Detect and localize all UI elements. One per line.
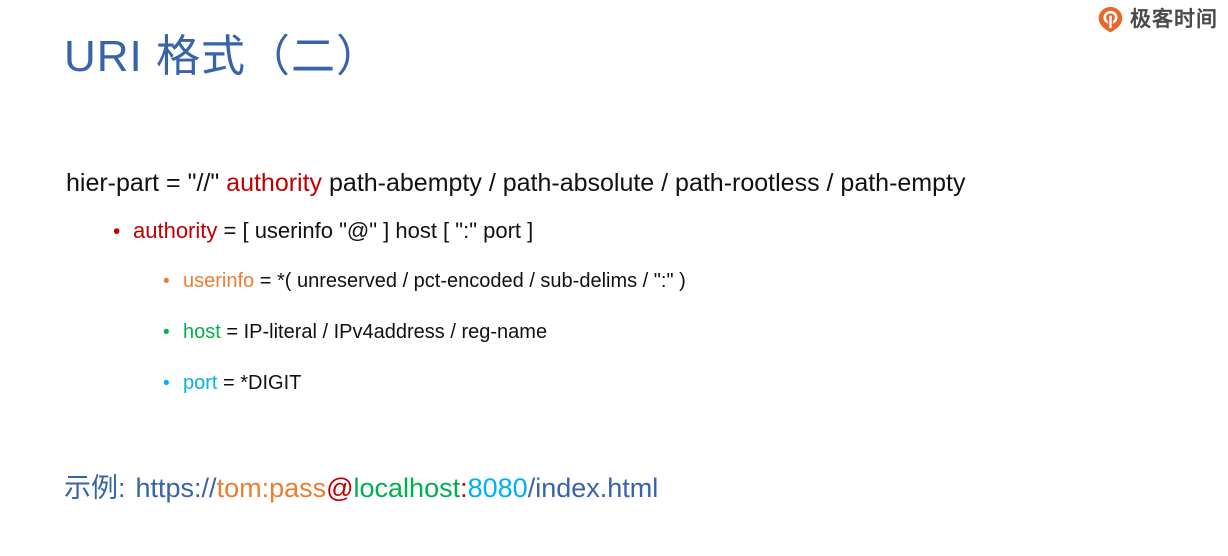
example-path: /index.html <box>527 473 659 503</box>
content-body: hier-part = "//" authority path-abempty … <box>0 166 1228 420</box>
abnf-rule-port: • port = *DIGIT <box>0 369 1228 398</box>
userinfo-term: userinfo <box>183 270 255 292</box>
example-host: localhost <box>353 473 461 503</box>
example-port: 8080 <box>467 473 528 503</box>
example-userinfo: tom:pass <box>216 473 327 503</box>
authority-definition: = [ userinfo "@" ] host [ ":" port ] <box>217 218 534 243</box>
example-at-sign: @ <box>326 473 354 503</box>
bullet-icon: • <box>163 373 170 394</box>
bullet-icon: • <box>113 220 121 243</box>
hier-part-suffix: path-abempty / path-absolute / path-root… <box>322 169 966 197</box>
brand-name: 极客时间 <box>1130 8 1218 31</box>
host-term: host <box>183 321 221 343</box>
page-title: URI 格式（二） <box>64 32 381 81</box>
abnf-rule-hier-part: hier-part = "//" authority path-abempty … <box>0 166 1228 200</box>
geektime-drop-icon <box>1098 7 1123 33</box>
port-definition: = *DIGIT <box>217 372 302 394</box>
abnf-rule-authority: • authority = [ userinfo "@" ] host [ ":"… <box>0 216 1228 247</box>
bullet-icon: • <box>163 322 170 343</box>
example-scheme: https:// <box>135 473 217 503</box>
abnf-rule-host: • host = IP-literal / IPv4address / reg-n… <box>0 318 1228 347</box>
host-definition: = IP-literal / IPv4address / reg-name <box>220 321 548 343</box>
hier-part-authority-token: authority <box>226 169 323 197</box>
abnf-rule-userinfo: • userinfo = *( unreserved / pct-encoded … <box>0 267 1228 296</box>
port-term: port <box>183 372 218 394</box>
example-colon: : <box>460 473 468 503</box>
hier-part-prefix: hier-part = "//" <box>66 169 227 197</box>
bullet-icon: • <box>163 271 170 292</box>
example-uri-line: 示例: https://tom:pass@localhost:8080/index… <box>64 470 658 506</box>
example-label: 示例: <box>64 473 126 503</box>
brand-logo: 极客时间 <box>1097 6 1218 33</box>
userinfo-definition: = *( unreserved / pct-encoded / sub-deli… <box>254 270 686 292</box>
authority-term: authority <box>133 218 218 243</box>
